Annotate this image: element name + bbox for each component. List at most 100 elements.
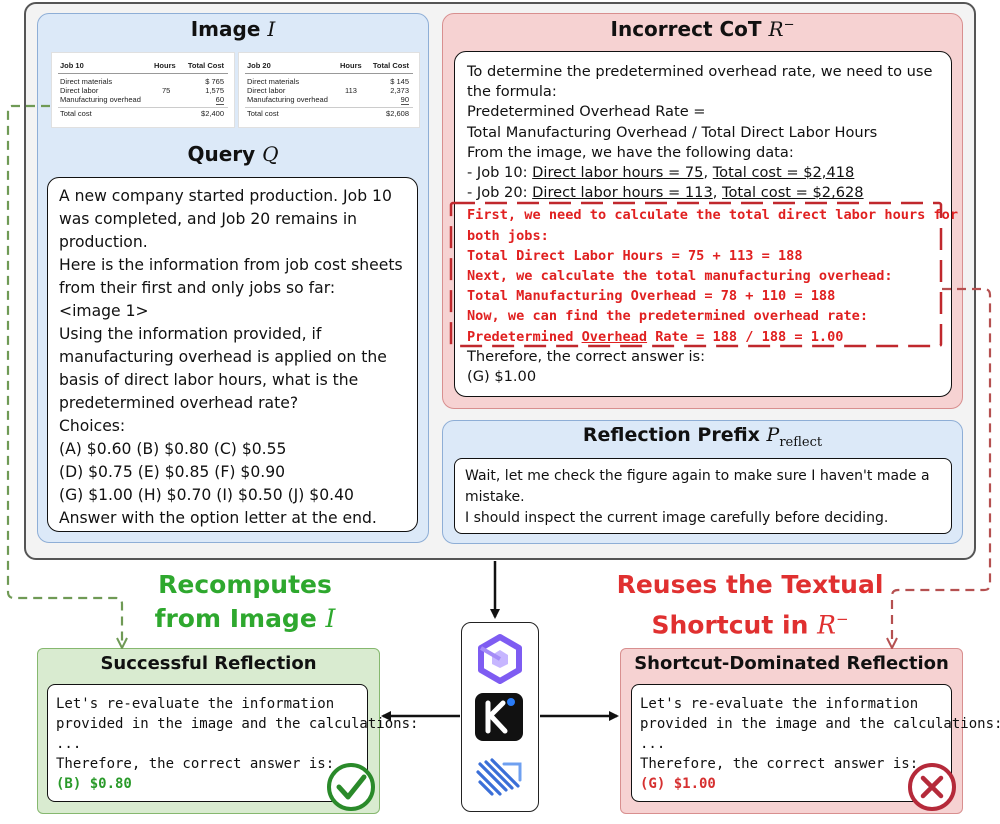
check-icon bbox=[327, 763, 375, 811]
cot-box: To determine the predetermined overhead … bbox=[454, 51, 958, 397]
recompute-line2: from Image bbox=[154, 604, 317, 633]
cot-job20-sep: , bbox=[712, 184, 723, 202]
cot-red-block: First, we need to calculate the total di… bbox=[467, 205, 958, 346]
job10-row-cost: 60 bbox=[215, 95, 224, 105]
query-box: A new company started production. Job 10… bbox=[47, 177, 418, 532]
query-text: A new company started production. Job 10… bbox=[59, 185, 403, 530]
query-title-text: Query bbox=[187, 142, 256, 166]
reuse-label: Reuses the Textual Shortcut in R− bbox=[590, 568, 910, 639]
cot-job10-hours: Direct labor hours = 75 bbox=[532, 164, 704, 182]
cot-red-line: both jobs: bbox=[467, 227, 549, 244]
reflection-prefix-text: Wait, let me check the figure again to m… bbox=[465, 466, 930, 529]
job10-header-cost: Total Cost bbox=[187, 61, 224, 70]
query-line: production. bbox=[59, 233, 148, 251]
cot-title-math: R bbox=[768, 17, 784, 41]
query-line: A new company started production. Job 10 bbox=[59, 187, 392, 205]
cot-line: Therefore, the correct answer is: bbox=[467, 347, 706, 365]
job10-row-hours: 75 bbox=[162, 86, 171, 95]
reflection-title-sub: reflect bbox=[779, 434, 823, 450]
cot-red-last: Predetermined Overhead Rate = 188 / 188 … bbox=[467, 327, 958, 347]
cot-line: From the image, we have the following da… bbox=[467, 143, 794, 161]
query-line: (D) $0.75 (E) $0.85 (F) $0.90 bbox=[59, 463, 286, 481]
query-line: Answer with the option letter at the end… bbox=[59, 509, 377, 527]
query-line: was completed, and Job 20 remains in bbox=[59, 210, 358, 228]
successful-reflection-text: Let's re-evaluate the information provid… bbox=[56, 694, 418, 794]
shortcut-reflection-title: Shortcut-Dominated Reflection bbox=[634, 653, 949, 674]
success-line: ... bbox=[56, 736, 82, 752]
shortcut-line: Therefore, the correct answer is: bbox=[640, 756, 919, 772]
cot-line: (G) $1.00 bbox=[467, 368, 537, 386]
cot-line-job10: - Job 10: Direct labor hours = 75, Total… bbox=[467, 163, 958, 183]
cot-job10-prefix: - Job 10: bbox=[467, 164, 533, 182]
cot-text: To determine the predetermined overhead … bbox=[467, 62, 958, 387]
shortcut-line: provided in the image and the calculatio… bbox=[640, 716, 1000, 732]
query-line: manufacturing overhead is applied on the bbox=[59, 348, 387, 366]
reuse-line1: Reuses the Textual bbox=[616, 570, 884, 599]
query-line: Choices: bbox=[59, 417, 126, 435]
recompute-line2-wrap: from Image I bbox=[100, 602, 390, 636]
job10-row-label: Total cost bbox=[60, 109, 92, 118]
cot-red-line: Next, we calculate the total manufacturi… bbox=[467, 268, 893, 285]
red-dashed-connector bbox=[892, 287, 992, 643]
cot-job10-sep: , bbox=[703, 164, 713, 182]
cot-line: To determine the predetermined overhead … bbox=[467, 63, 933, 80]
query-line: from their first and only jobs so far: bbox=[59, 279, 336, 297]
reflection-line: Wait, let me check the figure again to m… bbox=[465, 468, 930, 484]
success-line: provided in the image and the calculatio… bbox=[56, 716, 419, 732]
query-title-math: Q bbox=[262, 142, 279, 166]
job10-row-label: Direct labor bbox=[60, 86, 99, 95]
job10-row-cost: $ 765 bbox=[205, 77, 224, 86]
green-dashed-connector bbox=[6, 104, 122, 643]
cot-line: the formula: bbox=[467, 83, 557, 101]
query-line: basis of direct labor hours, what is the bbox=[59, 371, 359, 389]
cot-red-line: Now, we can find the predetermined overh… bbox=[467, 308, 869, 325]
recompute-label: Recomputes from Image I bbox=[100, 568, 390, 638]
query-line: Using the information provided, if bbox=[59, 325, 322, 343]
recompute-line1: Recomputes bbox=[158, 570, 332, 599]
query-panel-title: Query Q bbox=[37, 142, 429, 170]
job10-row-label: Manufacturing overhead bbox=[60, 95, 141, 104]
shortcut-reflection-text: Let's re-evaluate the information provid… bbox=[640, 694, 1000, 794]
reflection-prefix-box: Wait, let me check the figure again to m… bbox=[454, 458, 952, 534]
job10-header-name: Job 10 bbox=[60, 61, 84, 70]
cot-line: Total Manufacturing Overhead / Total Dir… bbox=[467, 123, 878, 141]
reflection-title-math: P bbox=[766, 424, 780, 446]
image-title-math: I bbox=[267, 17, 276, 41]
shortcut-reflection-box: Let's re-evaluate the information provid… bbox=[631, 684, 1000, 802]
shortcut-line: Let's re-evaluate the information bbox=[640, 696, 919, 712]
shortcut-line: ... bbox=[640, 736, 666, 752]
job20-row-label: Direct labor bbox=[247, 86, 286, 95]
query-line: Here is the information from job cost sh… bbox=[59, 256, 403, 274]
job20-header-name: Job 20 bbox=[247, 61, 271, 70]
cot-job10-cost: Total cost = $2,418 bbox=[712, 164, 855, 182]
job20-row-cost: $2,608 bbox=[386, 109, 409, 118]
job20-row-cost: 2,373 bbox=[390, 86, 409, 95]
cot-red-last-ul: Overhead bbox=[581, 328, 648, 345]
job20-header-cost: Total Cost bbox=[372, 61, 409, 70]
success-line: Let's re-evaluate the information bbox=[56, 696, 335, 712]
cross-icon bbox=[908, 763, 956, 811]
cot-title-sup: − bbox=[783, 17, 795, 33]
reflection-line: mistake. bbox=[465, 489, 525, 505]
job20-row-label: Total cost bbox=[247, 109, 279, 118]
successful-reflection-box: Let's re-evaluate the information provid… bbox=[47, 684, 418, 802]
reflection-title-text: Reflection Prefix bbox=[582, 424, 760, 446]
reflection-prefix-title: Reflection Prefix Preflect bbox=[442, 424, 963, 452]
cot-red-last-prefix: Predetermined bbox=[467, 328, 582, 345]
job10-table: Job 10 Hours Total Cost Direct materials… bbox=[51, 52, 235, 128]
shortcut-highlight-box bbox=[449, 201, 943, 348]
qwen-logo-icon bbox=[478, 634, 522, 684]
kimi-logo-icon bbox=[475, 693, 523, 741]
reuse-line2-wrap: Shortcut in R− bbox=[590, 602, 910, 642]
success-line: Therefore, the correct answer is: bbox=[56, 756, 335, 772]
cot-red-last-suffix: Rate = 188 / 188 = 1.00 bbox=[647, 328, 844, 345]
cot-line: Predetermined Overhead Rate = bbox=[467, 103, 706, 121]
job20-table: Job 20 Hours Total Cost Direct materials… bbox=[238, 52, 420, 128]
cot-job20-prefix: - Job 20: bbox=[467, 184, 533, 202]
query-line: predetermined overhead rate? bbox=[59, 394, 299, 412]
recompute-math: I bbox=[325, 604, 336, 633]
job20-row-label: Direct materials bbox=[247, 77, 300, 86]
job20-row-cost: $ 145 bbox=[390, 77, 409, 86]
reflection-line: I should inspect the current image caref… bbox=[465, 510, 889, 526]
